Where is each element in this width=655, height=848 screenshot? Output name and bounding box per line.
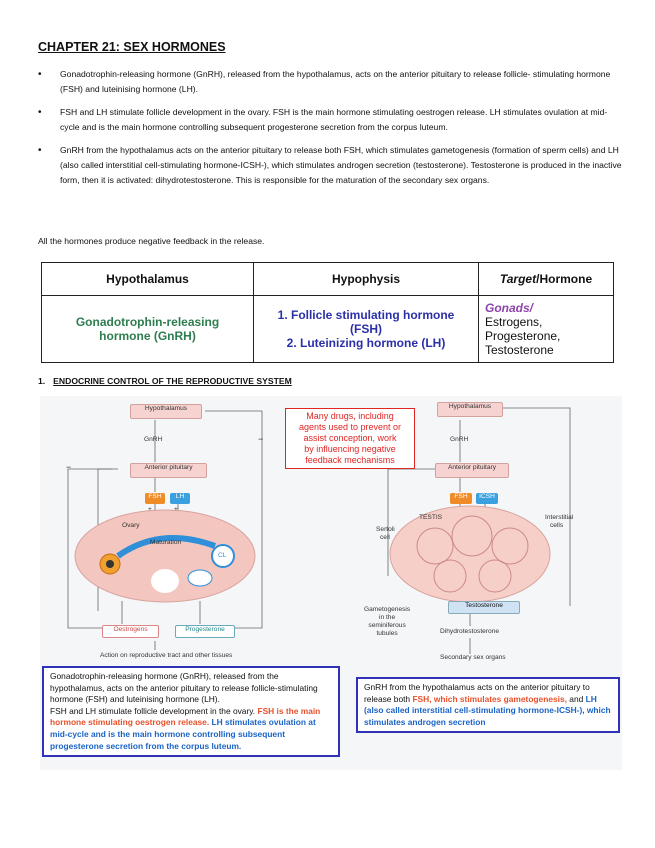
cell-pituitary-hormones: 1. Follicle stimulating hormone (FSH) 2.… [253, 295, 479, 363]
feedback-note: All the hormones produce negative feedba… [38, 236, 265, 246]
bullet-dot: • [38, 144, 42, 156]
section-title: ENDOCRINE CONTROL OF THE REPRODUCTIVE SY… [53, 376, 292, 386]
dihydro-label: Dihydrotestosterone [440, 628, 500, 635]
section-number: 1. [38, 376, 46, 386]
drugs-note-line: feedback mechanisms [305, 455, 395, 465]
section-heading: 1. ENDOCRINE CONTROL OF THE REPRODUCTIVE … [38, 376, 292, 386]
testosterone-box: Testosterone [448, 601, 520, 614]
header-hypophysis: Hypophysis [253, 262, 479, 296]
header-hypothalamus: Hypothalamus [41, 262, 254, 296]
action-label: Action on reproductive tract and other t… [100, 652, 233, 659]
gametogenesis-line: seminiferous [368, 622, 406, 629]
interstitial-label: Interstitial [545, 514, 574, 521]
page-title: CHAPTER 21: SEX HORMONES [38, 40, 226, 54]
maturation-label: Maturation [150, 539, 182, 546]
gametogenesis-line: in the [379, 614, 396, 621]
caption-left-text: FSH and LH stimulate follicle developmen… [50, 705, 258, 716]
cell-gnrh: Gonadotrophin-releasing hormone (GnRH) [41, 295, 254, 363]
testis-label: TESTIS [419, 514, 443, 521]
header-hormone-word: /Hormone [536, 272, 593, 286]
bullet-text: Gonadotrophin-releasing hormone (GnRH), … [60, 69, 611, 95]
gnrh-label-right: GnRH [450, 436, 469, 443]
plus-sign: + [148, 506, 152, 513]
pituitary-box-right: Anterior pituitary [435, 463, 509, 478]
oestrogens-box: Oestrogens [102, 625, 159, 638]
caption-left: Gonadotrophin-releasing hormone (GnRH), … [42, 666, 340, 758]
sertoli-label: Sertoli [376, 526, 395, 533]
caption-right-highlight: which stimulates gametogenesis, [431, 693, 567, 704]
bullet-text: FSH and LH stimulate follicle developmen… [60, 106, 608, 133]
gametogenesis-label: Gametogenesis in the seminiferous tubule… [364, 606, 410, 638]
hormone-table: Hypothalamus Hypophysis Target/Hormone G… [41, 262, 614, 363]
cell-target-line: Progesterone, [485, 329, 561, 343]
bullet-item: • Gonadotrophin-releasing hormone (GnRH),… [38, 67, 623, 98]
cell-gnrh-line: hormone (GnRH) [99, 329, 196, 343]
bullet-item: • FSH and LH stimulate follicle developme… [38, 105, 623, 136]
cell-gonads: Gonads/ [485, 301, 534, 315]
caption-right: GnRH from the hypothalamus acts on the a… [356, 677, 620, 734]
cl-label: CL [218, 552, 227, 559]
cell-target-line: Testosterone [485, 343, 554, 357]
cell-fsh-line: 1. Follicle stimulating hormone [277, 308, 455, 322]
minus-sign: − [66, 462, 72, 472]
hypothalamus-box-right: Hypothalamus [437, 402, 503, 417]
caption-left-highlight: LH stimulates ovulation at mid-cycle and… [50, 717, 316, 751]
drugs-note-line: by influencing negative [304, 444, 396, 454]
header-target-word: Target [499, 272, 537, 286]
cell-targets: Gonads/ Estrogens, Progesterone, Testost… [478, 295, 614, 363]
gametogenesis-line: tubules [376, 630, 398, 637]
progesterone-box: Progesterone [175, 625, 235, 638]
drugs-note-line: assist conception, work [303, 433, 397, 443]
fsh-box-right: FSH [450, 493, 472, 504]
gametogenesis-line: Gametogenesis [364, 606, 411, 613]
caption-right-highlight: FSH, [412, 693, 432, 704]
secondary-organs-label: Secondary sex organs [440, 654, 506, 661]
minus-sign: − [258, 434, 264, 444]
plus-sign: + [174, 506, 178, 513]
endocrine-diagram: Hypothalamus GnRH Anterior pituitary FSH… [40, 396, 622, 770]
bullet-list: • Gonadotrophin-releasing hormone (GnRH),… [38, 67, 623, 196]
diagram-lines [67, 407, 571, 654]
hypothalamus-box-left: Hypothalamus [130, 404, 202, 419]
caption-right-text: GnRH from the hypothalamus acts on the a… [364, 682, 590, 704]
cell-lh-line: 2. Luteinizing hormone (LH) [286, 336, 446, 350]
caption-right-text: and [566, 693, 586, 704]
drugs-note: Many drugs, including agents used to pre… [285, 408, 415, 469]
bullet-dot: • [38, 106, 42, 118]
interstitial-label: cells [550, 522, 564, 529]
ovary-label: Ovary [122, 522, 140, 529]
header-target: Target/Hormone [478, 262, 614, 296]
bullet-text: GnRH from the hypothalamus acts on the a… [60, 144, 622, 186]
caption-left-text: Gonadotrophin-releasing hormone (GnRH), … [50, 671, 318, 705]
icsh-box: ICSH [476, 493, 498, 504]
caption-right-highlight: LH (also called interstitial cell-stimul… [364, 693, 611, 727]
sertoli-label: cell [380, 534, 390, 541]
gnrh-label-left: GnRH [144, 436, 163, 443]
bullet-item: • GnRH from the hypothalamus acts on the … [38, 143, 623, 189]
cell-fsh-line: (FSH) [350, 322, 382, 336]
cell-gnrh-line: Gonadotrophin-releasing [75, 315, 220, 329]
lh-box-left: LH [170, 493, 190, 504]
drugs-note-line: agents used to prevent or [298, 422, 402, 432]
bullet-dot: • [38, 69, 42, 80]
fsh-box-left: FSH [145, 493, 165, 504]
caption-left-highlight: FSH is the main hormone stimulating oest… [50, 705, 321, 728]
pituitary-box-left: Anterior pituitary [130, 463, 207, 478]
cell-target-line: Estrogens, [485, 315, 543, 329]
drugs-note-line: Many drugs, including [306, 411, 394, 421]
